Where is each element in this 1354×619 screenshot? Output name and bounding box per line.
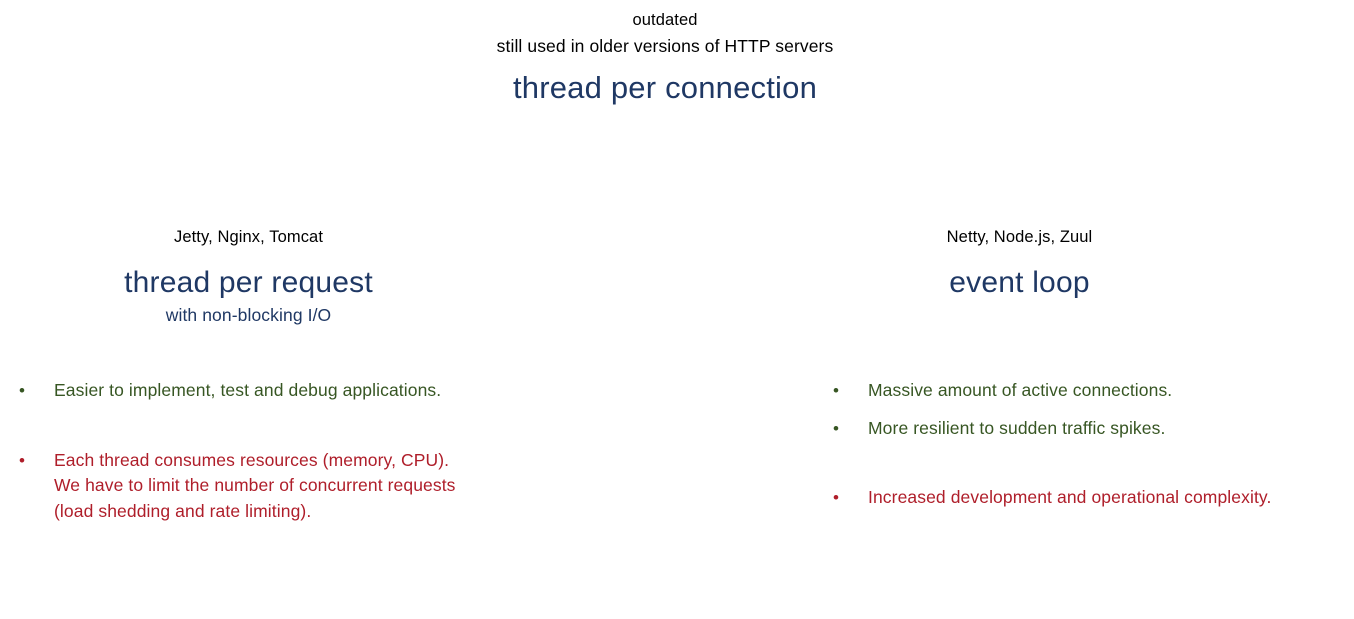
column-event-loop: Netty, Node.js, Zuul event loop — [772, 225, 1267, 303]
header-kicker-line-1: outdated — [632, 11, 698, 29]
bullet-group-spacer — [828, 441, 1348, 485]
bullet-point-icon: • — [833, 418, 839, 438]
header-kicker-line-2: still used in older versions of HTTP ser… — [496, 36, 834, 56]
pro-bullet-text: Massive amount of active connections. — [868, 380, 1173, 400]
column-title: event loop — [949, 266, 1090, 299]
column-heading-block: Jetty, Nginx, Tomcat thread per request … — [0, 225, 497, 328]
bullet-row-spacer — [828, 404, 1348, 416]
list-item: • Easier to implement, test and debug ap… — [14, 378, 654, 404]
column-subtitle: with non-blocking I/O — [165, 305, 332, 325]
bullet-point-icon: • — [19, 381, 25, 400]
slide-header: outdated still used in older versions of… — [0, 8, 1330, 108]
column-thread-per-request: Jetty, Nginx, Tomcat thread per request … — [0, 225, 497, 328]
bullet-point-icon: • — [833, 381, 839, 400]
bullet-point-icon: • — [19, 450, 25, 470]
column-kicker-examples: Netty, Node.js, Zuul — [946, 228, 1093, 246]
column-title: thread per request — [124, 266, 373, 299]
list-item: • Massive amount of active connections. — [828, 378, 1348, 404]
list-item: • More resilient to sudden traffic spike… — [828, 416, 1348, 442]
bullet-list-thread-per-request: • Easier to implement, test and debug ap… — [14, 378, 654, 524]
column-kicker-examples: Jetty, Nginx, Tomcat — [173, 228, 324, 246]
list-item: • Increased development and operational … — [828, 485, 1348, 511]
bullet-point-icon: • — [833, 488, 839, 507]
pro-bullet-text: Easier to implement, test and debug appl… — [54, 380, 442, 400]
list-item: • Each thread consumes resources (memory… — [14, 448, 654, 525]
column-heading-block: Netty, Node.js, Zuul event loop — [772, 225, 1267, 302]
bullet-group-spacer — [14, 404, 654, 448]
slide-title: thread per connection — [512, 70, 818, 105]
bullet-list-event-loop: • Massive amount of active connections. … — [828, 378, 1348, 511]
con-bullet-text: Each thread consumes resources (memory, … — [54, 449, 456, 521]
con-bullet-text: Increased development and operational co… — [868, 487, 1272, 507]
pro-bullet-text: More resilient to sudden traffic spikes. — [868, 417, 1166, 438]
